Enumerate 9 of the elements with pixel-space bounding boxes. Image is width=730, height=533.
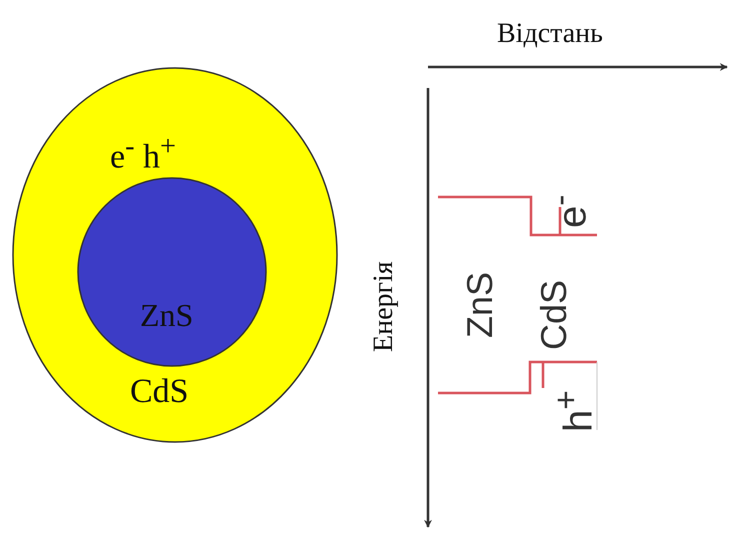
material-label: ZnS (140, 299, 194, 331)
shell-circle (12, 67, 338, 443)
axis-label: Відстань (497, 20, 603, 48)
material-label: ZnS (462, 272, 498, 338)
core-circle (77, 177, 267, 367)
material-label: CdS (536, 280, 572, 350)
material-label: CdS (130, 375, 189, 409)
particle-label: e$^{-}$ h$^{+}$ (110, 133, 176, 174)
axis-label: Енергія (370, 261, 398, 352)
